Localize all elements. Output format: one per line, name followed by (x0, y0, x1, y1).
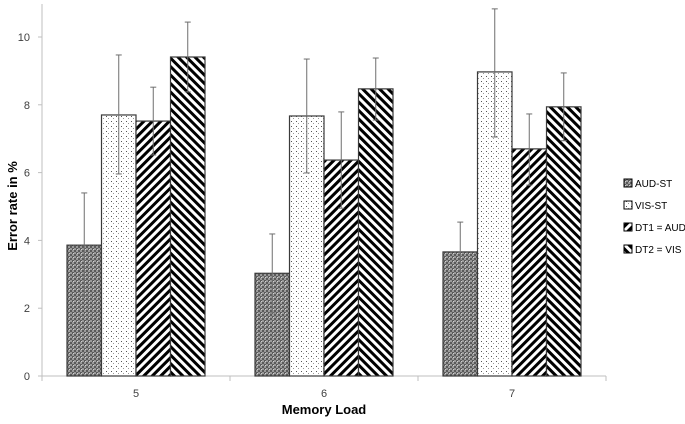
bars (66, 56, 582, 377)
y-tick-label: 10 (18, 32, 30, 44)
y-tick-label: 6 (24, 168, 30, 180)
legend-label: VIS-ST (635, 201, 667, 212)
y-tick-labels: 0 2 4 6 8 10 (18, 32, 30, 383)
legend-label: AUD-ST (635, 179, 672, 190)
y-tick-label: 4 (24, 235, 30, 247)
legend-label: DT2 = VIS (635, 245, 682, 256)
error-bars (81, 8, 567, 314)
bar-dt2-vis-6 (357, 88, 394, 377)
x-axis-title: Memory Load (282, 402, 367, 417)
x-tick-labels: 5 6 7 (133, 388, 515, 400)
y-axis-title: Error rate in % (5, 161, 20, 251)
legend-swatch (623, 244, 633, 254)
legend-item-aud-st: AUD-ST (623, 178, 672, 190)
y-tick-label: 8 (24, 100, 30, 112)
y-tick-label: 2 (24, 303, 30, 315)
legend-label: DT1 = AUD (635, 223, 685, 234)
legend-swatch (623, 178, 633, 188)
bar-dt1-aud-5 (135, 120, 172, 377)
legend-item-dt2-vis: DT2 = VIS (623, 244, 682, 256)
bar-dt2-vis-7 (545, 106, 582, 377)
legend-swatch (623, 200, 633, 210)
x-tick-label: 6 (321, 388, 327, 400)
legend-item-vis-st: VIS-ST (623, 200, 667, 212)
legend-item-dt1-aud: DT1 = AUD (623, 222, 685, 234)
y-tick-label: 0 (24, 371, 30, 383)
legend-swatch (623, 222, 633, 232)
x-tick-label: 7 (509, 388, 515, 400)
x-tick-label: 5 (133, 388, 139, 400)
legend: AUD-ST VIS-ST DT1 = AUD DT2 = VIS (623, 178, 685, 256)
bar-dt2-vis-5 (169, 56, 206, 377)
